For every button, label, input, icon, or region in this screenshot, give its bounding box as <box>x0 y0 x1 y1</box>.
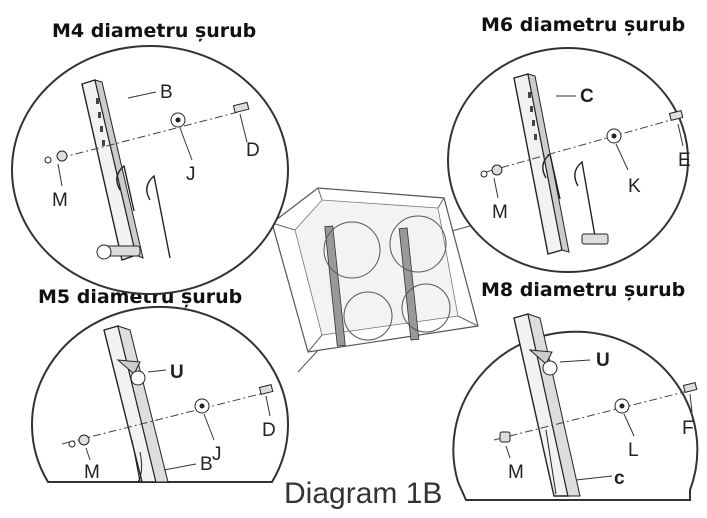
diagram-caption: Diagram 1B <box>284 477 443 510</box>
label-m6-washer: K <box>628 176 641 197</box>
detail-m6-circle: C K E M <box>447 47 691 273</box>
heading-m5-screw: M5 diametru șurub <box>38 286 243 308</box>
label-m5-nut: M <box>84 462 100 483</box>
label-m6-nut: M <box>492 202 508 223</box>
label-m8-screw: F <box>682 418 694 439</box>
label-m4-nut: M <box>52 190 68 211</box>
heading-m4-screw: M4 diametru șurub <box>52 20 257 42</box>
label-m5-washer: J <box>212 444 222 465</box>
label-m5-screw: D <box>262 420 276 441</box>
label-m6-screw: E <box>678 150 691 171</box>
label-m5-bracket: B <box>200 454 213 475</box>
label-m8-washer: L <box>628 440 639 461</box>
label-m4-bracket: B <box>160 82 173 103</box>
heading-m8-screw: M8 diametru șurub <box>481 279 686 301</box>
heading-m6-screw: M6 diametru șurub <box>481 14 686 36</box>
label-m8-bracket: c <box>614 468 625 489</box>
label-m4-screw: D <box>246 140 260 161</box>
label-m4-washer: J <box>186 164 196 185</box>
label-m8-spacer: U <box>596 350 610 371</box>
detail-m5-circle: U J D M B <box>31 305 289 483</box>
label-m5-spacer: U <box>170 362 184 383</box>
detail-m8-circle: U L F M c <box>452 313 699 501</box>
label-m8-nut: M <box>508 462 524 483</box>
detail-m4-circle: B J D M <box>11 45 289 295</box>
tv-back-overview <box>271 187 479 353</box>
label-m6-bracket: C <box>580 86 594 107</box>
